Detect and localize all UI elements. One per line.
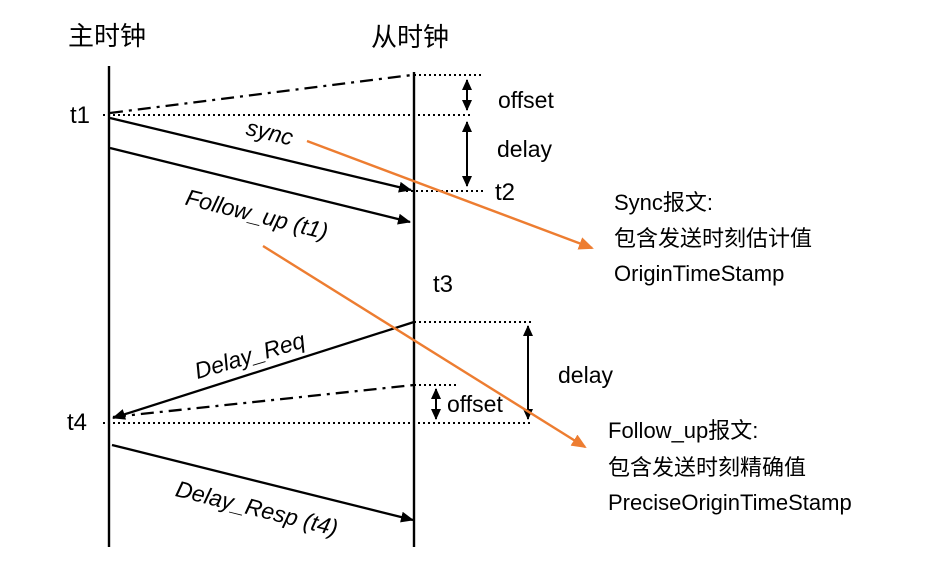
follow-up-note-pointer-arrow <box>262 244 587 449</box>
sync-message-arrow <box>109 116 412 193</box>
timestamp-t2: t2 <box>495 179 515 206</box>
clock-drift-line-top <box>109 73 413 115</box>
sync-note-line3: OriginTimeStamp <box>614 261 784 286</box>
sync-note: Sync报文: 包含发送时刻估计值 OriginTimeStamp <box>614 190 812 286</box>
follow-up-note-line2: 包含发送时刻精确值 <box>608 455 806 480</box>
follow-up-note: Follow_up报文: 包含发送时刻精确值 PreciseOriginTime… <box>608 418 852 515</box>
follow-up-note-line1: Follow_up报文: <box>608 418 758 443</box>
timestamp-t4: t4 <box>67 409 87 436</box>
follow-up-message-label: Follow_up (t1) <box>183 184 331 244</box>
follow-up-note-line3: PreciseOriginTimeStamp <box>608 490 852 515</box>
delay-label-top: delay <box>497 136 552 162</box>
offset-label-top: offset <box>498 87 554 113</box>
sync-note-pointer-arrow <box>306 139 594 250</box>
timestamp-t3: t3 <box>433 271 453 298</box>
delay-req-message-arrow <box>112 320 415 420</box>
master-clock-label: 主时钟 <box>68 22 146 51</box>
clock-drift-line-bottom <box>112 383 415 419</box>
sync-note-line1: Sync报文: <box>614 190 713 215</box>
delay-resp-message-arrow <box>111 443 414 523</box>
offset-label-bottom: offset <box>447 391 503 417</box>
delay-resp-message-label: Delay_Resp (t4) <box>173 476 341 541</box>
slave-clock-label: 从时钟 <box>371 23 449 52</box>
sync-message-label: sync <box>244 114 297 150</box>
follow-up-message-arrow <box>109 146 411 225</box>
delay-label-mid: delay <box>558 362 613 388</box>
timestamp-t1: t1 <box>70 102 90 129</box>
sync-note-line2: 包含发送时刻估计值 <box>614 226 812 251</box>
